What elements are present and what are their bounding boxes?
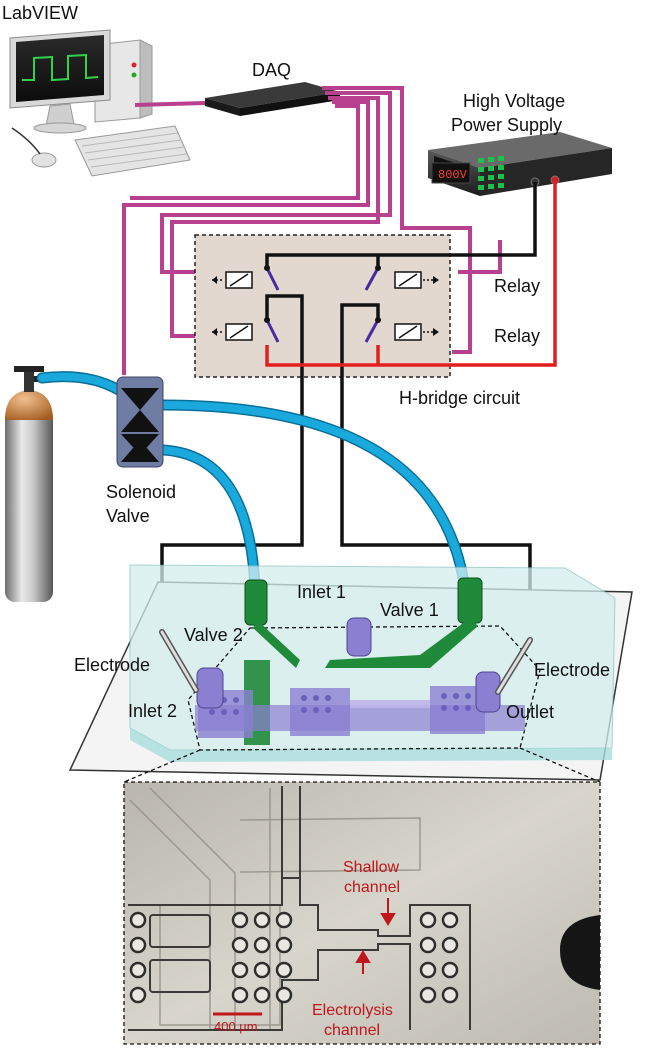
inlet2-label: Inlet 2: [128, 701, 177, 721]
outlet-label: Outlet: [506, 702, 554, 722]
gas-cylinder-icon: [5, 366, 53, 602]
shallow-label-line2: channel: [344, 879, 400, 896]
micrograph-image: [123, 781, 601, 1045]
control-wires: [122, 86, 502, 375]
relay-label-bottom: Relay: [494, 326, 540, 346]
inlet1-label: Inlet 1: [297, 582, 346, 602]
valve2-label: Valve 2: [184, 625, 243, 645]
hv-label-line1: High Voltage: [463, 91, 565, 111]
hv-label-line2: Power Supply: [451, 115, 562, 135]
electrolysis-label-line2: channel: [324, 1022, 380, 1039]
hv-display-value: 800V: [438, 168, 468, 182]
shallow-label-line1: Shallow: [343, 859, 399, 876]
daq-box-icon: [205, 82, 340, 116]
scale-bar-label: 400 µm: [214, 1019, 258, 1034]
h-bridge-box: [194, 234, 451, 378]
daq-label: DAQ: [252, 60, 291, 80]
zoom-guides: [123, 747, 601, 783]
solenoid-label-line2: Valve: [106, 506, 150, 526]
electrolysis-label-line1: Electrolysis: [312, 1002, 393, 1019]
electrode-right-label: Electrode: [534, 660, 610, 680]
solenoid-valve-icon: [116, 376, 164, 468]
relay-label-top: Relay: [494, 276, 540, 296]
microfluidic-chip-icon: [68, 564, 633, 781]
hv-button-grid: [478, 156, 504, 190]
computer-icon: [9, 29, 191, 177]
solenoid-label-line1: Solenoid: [106, 482, 176, 502]
valve1-label: Valve 1: [380, 600, 439, 620]
positive-wire: [265, 180, 557, 367]
labview-label: LabVIEW: [2, 3, 78, 23]
hv-display: [431, 162, 471, 184]
h-bridge-label: H-bridge circuit: [399, 388, 520, 408]
air-tubing: [36, 371, 471, 596]
relay-icon: [212, 271, 439, 341]
electrode-left-label: Electrode: [74, 655, 150, 675]
